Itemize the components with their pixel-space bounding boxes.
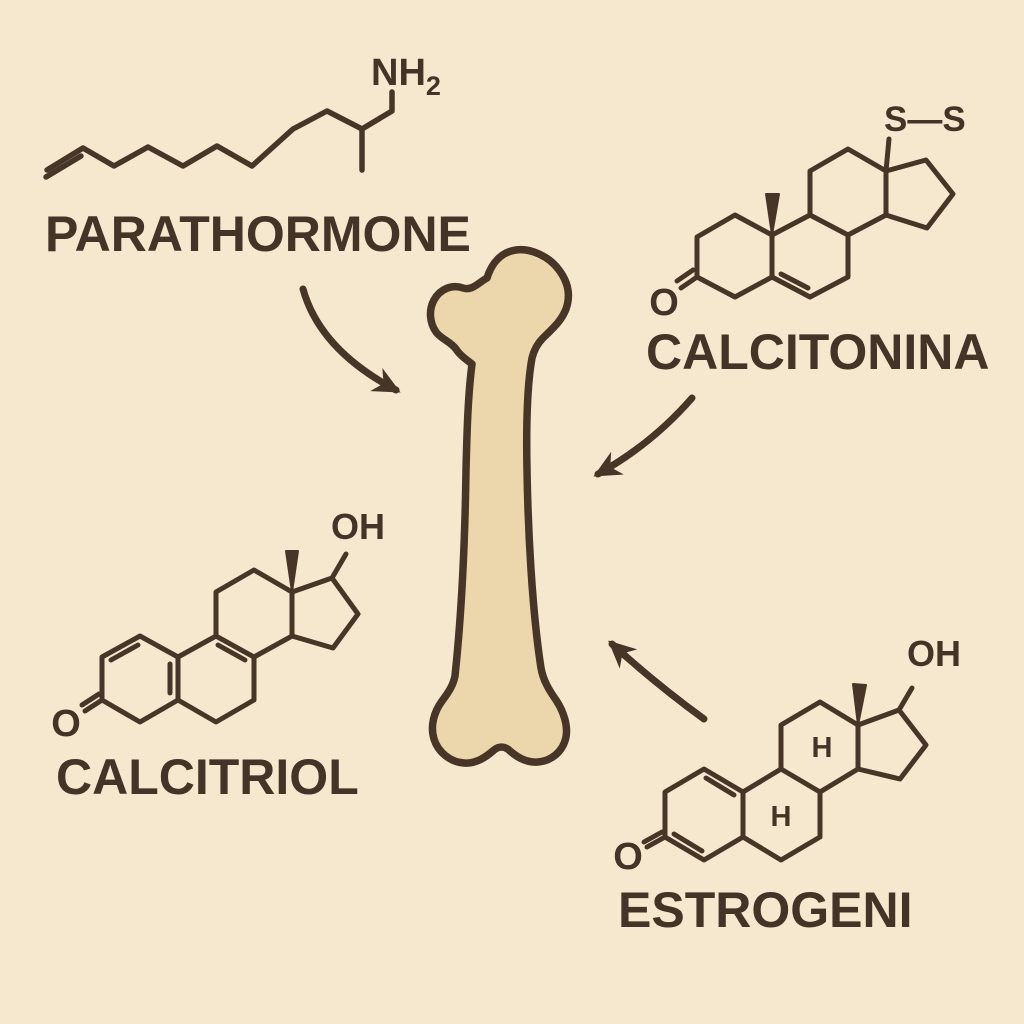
ketone-label: O — [649, 282, 679, 324]
calcitriol-structure: OH O — [51, 506, 385, 745]
calcitonina-label: CALCITONINA — [646, 324, 990, 380]
hydroxyl-label: OH — [331, 506, 385, 547]
ring-a-double-bond-bottom — [671, 831, 705, 854]
hydroxyl-bond — [896, 685, 915, 713]
ketone-bond-1 — [644, 834, 668, 850]
disulfide-label: S—S — [884, 100, 966, 139]
ring-b — [175, 633, 257, 725]
methyl-wedge — [765, 193, 780, 236]
ketone-bond-1 — [678, 274, 700, 291]
hydroxyl-label: OH — [907, 633, 961, 674]
ring-b-double-bond — [778, 271, 811, 291]
disulfide-bond — [883, 136, 892, 174]
arrow-estrogeni-to-bone — [608, 640, 708, 723]
ring-a — [662, 766, 746, 863]
parathormone-chain — [44, 89, 395, 173]
arrow-parathormone-to-bone — [299, 285, 401, 394]
ring-a-double-bond-top — [703, 775, 737, 798]
ring-a — [99, 633, 181, 725]
calcitonina-structure: S—S O — [649, 100, 965, 324]
ring-d — [855, 707, 929, 782]
ring-c — [778, 699, 861, 795]
parathormone-label: PARATHORMONE — [45, 206, 471, 262]
parathormone-structure: NH2 — [43, 52, 441, 180]
ketone-bond-2 — [641, 829, 665, 845]
ring-a-double-bond-top — [108, 642, 141, 663]
ketone-bond-2 — [674, 267, 696, 284]
calcitriol-label: CALCITRIOL — [56, 749, 359, 805]
ketone-bond-1 — [82, 697, 105, 714]
ring-c — [807, 146, 889, 238]
methyl-wedge — [285, 550, 299, 593]
hydroxyl-bond — [329, 551, 349, 581]
ring-a — [694, 212, 775, 300]
arrow-calcitonina-to-bone — [593, 394, 696, 478]
ring-d — [883, 157, 956, 231]
hydrogen-label-lower: H — [771, 801, 792, 833]
amine-label: NH2 — [371, 52, 441, 101]
ring-c — [213, 567, 295, 660]
ring-b — [769, 212, 851, 300]
ring-d — [289, 575, 361, 651]
ketone-label: O — [613, 836, 643, 878]
ketone-label: O — [51, 703, 81, 745]
ketone-bond-2 — [79, 691, 102, 708]
parathormone-double-bond — [43, 153, 84, 180]
arrows — [299, 285, 708, 723]
methyl-wedge — [852, 683, 867, 726]
estrogeni-label: ESTROGENI — [618, 882, 913, 938]
ring-b-double-bond — [215, 642, 248, 663]
bone-icon — [426, 245, 573, 767]
ring-b — [740, 766, 823, 863]
estrogeni-structure: OH O H H — [613, 633, 961, 878]
hydrogen-label-upper: H — [812, 732, 833, 764]
bone-shape — [426, 245, 573, 767]
